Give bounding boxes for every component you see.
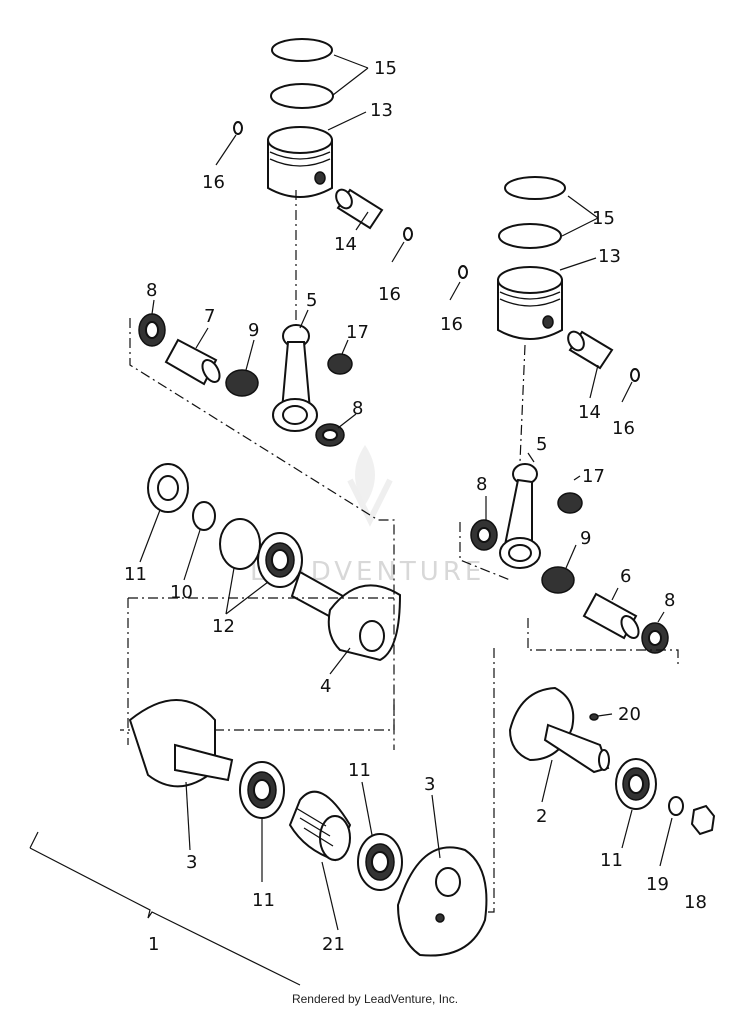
label-5-left: 5 <box>306 290 317 311</box>
label-10: 10 <box>170 582 193 603</box>
left-guide-line-3 <box>127 597 394 745</box>
label-8-right-a: 8 <box>476 474 487 495</box>
right-needle-bearing-9 <box>541 566 575 594</box>
left-guide-line-2 <box>129 318 395 750</box>
right-piston-pin <box>567 330 614 370</box>
label-16-left-b: 16 <box>378 284 401 305</box>
label-19: 19 <box>646 874 669 895</box>
label-3-left: 3 <box>186 852 197 873</box>
right-thrust-washers-8 <box>470 519 669 654</box>
left-piston-rings <box>270 38 334 109</box>
right-bearing-11 <box>615 758 657 810</box>
label-11-lower-a: 11 <box>252 890 275 911</box>
right-piston-rings <box>498 176 566 249</box>
label-14-left: 14 <box>334 234 357 255</box>
label-15-right: 15 <box>592 208 615 229</box>
left-oil-seal-11 <box>147 463 189 513</box>
lower-bearing-11a <box>239 761 285 819</box>
right-crank-half-2 <box>508 686 610 774</box>
left-needle-bearing-9 <box>225 369 259 397</box>
label-6: 6 <box>620 566 631 587</box>
label-9-right: 9 <box>580 528 591 549</box>
left-crank-half-4 <box>290 570 402 662</box>
lower-crank-half-3b <box>396 846 488 957</box>
left-pin-clip-16b <box>403 227 413 241</box>
label-16-left-a: 16 <box>202 172 225 193</box>
left-piston <box>267 126 333 198</box>
assembly-brace <box>29 831 301 986</box>
label-14-right: 14 <box>578 402 601 423</box>
right-needle-bearing-17 <box>557 492 583 514</box>
right-guide-line-4 <box>484 648 495 913</box>
label-4: 4 <box>320 676 331 697</box>
label-11-left: 11 <box>124 564 147 585</box>
label-11-lower-b: 11 <box>348 760 371 781</box>
lock-washer-19 <box>668 796 684 816</box>
woodruff-key-20 <box>589 713 599 721</box>
part-number-labels: 15 13 16 14 16 8 7 5 17 9 8 11 10 12 4 1… <box>124 58 707 955</box>
right-crank-pin-6 <box>582 592 640 640</box>
label-17-right: 17 <box>582 466 605 487</box>
label-12: 12 <box>212 616 235 637</box>
lower-bearing-11b <box>357 833 403 891</box>
label-8-left-a: 8 <box>146 280 157 301</box>
lower-crank-half-3a <box>128 699 234 788</box>
lower-labyrinth-seal-21 <box>288 790 352 862</box>
footer-credit: Rendered by LeadVenture, Inc. <box>291 992 459 1006</box>
right-pin-clip-16a <box>458 265 468 279</box>
label-15-left: 15 <box>374 58 397 79</box>
left-connecting-rod <box>272 324 318 432</box>
label-16-right-b: 16 <box>612 418 635 439</box>
right-piston <box>497 266 563 340</box>
label-13-left: 13 <box>370 100 393 121</box>
right-guide-line-1 <box>519 344 526 463</box>
right-pin-clip-16b <box>630 368 640 382</box>
label-11-right: 11 <box>600 850 623 871</box>
label-16-right-a: 16 <box>440 314 463 335</box>
nut-18 <box>690 804 716 836</box>
label-2: 2 <box>536 806 547 827</box>
label-18: 18 <box>684 892 707 913</box>
label-9-left: 9 <box>248 320 259 341</box>
label-1: 1 <box>148 934 159 955</box>
label-8-right-b: 8 <box>664 590 675 611</box>
label-20: 20 <box>618 704 641 725</box>
label-17-left: 17 <box>346 322 369 343</box>
label-7: 7 <box>204 306 215 327</box>
left-ring-12 <box>219 518 261 570</box>
left-guide-line-4 <box>120 700 395 731</box>
left-snap-ring-10 <box>192 501 216 531</box>
left-bearing-12 <box>257 532 303 588</box>
label-5-right: 5 <box>536 434 547 455</box>
right-connecting-rod <box>499 463 541 569</box>
label-21: 21 <box>322 934 345 955</box>
label-3-right: 3 <box>424 774 435 795</box>
left-piston-pin <box>335 188 384 230</box>
label-13-right: 13 <box>598 246 621 267</box>
watermark-logo <box>347 445 393 527</box>
left-pin-clip-16a <box>233 121 243 135</box>
leader-lines <box>139 54 673 931</box>
left-needle-bearing-17 <box>327 353 353 375</box>
label-8-left-b: 8 <box>352 398 363 419</box>
right-guide-line-3 <box>527 618 679 664</box>
left-crank-pin-7 <box>164 338 221 386</box>
